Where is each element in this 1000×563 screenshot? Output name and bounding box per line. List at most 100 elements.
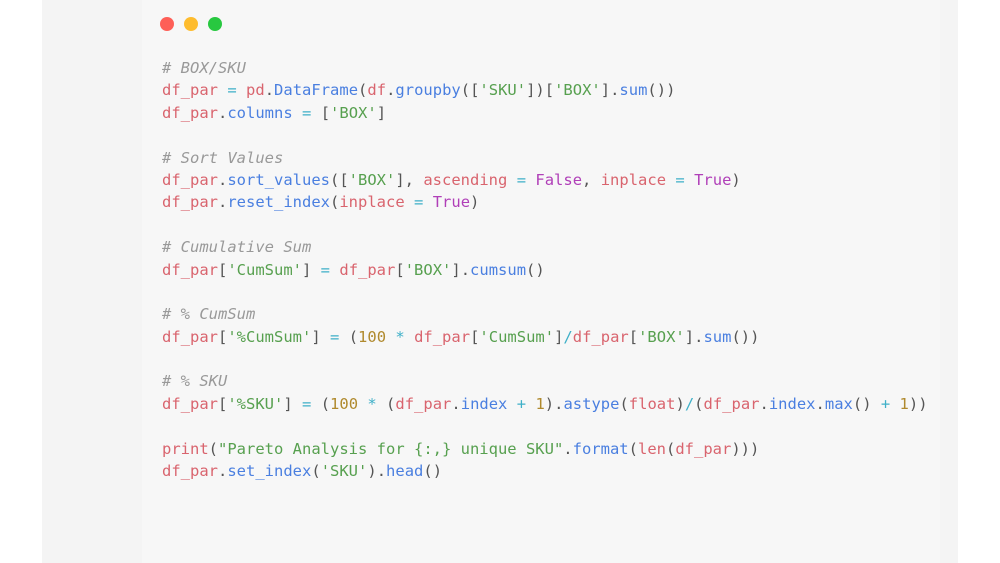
- code-line: df_par['%SKU'] = (100 * (df_par.index + …: [162, 393, 928, 415]
- code-line: df_par.sort_values(['BOX'], ascending = …: [162, 169, 928, 191]
- code-token: .: [386, 81, 396, 100]
- code-token: len: [637, 439, 666, 458]
- code-token: ([: [460, 81, 480, 100]
- code-token: [293, 104, 302, 122]
- code-token: 'BOX': [348, 170, 396, 189]
- code-token: df: [367, 81, 387, 100]
- code-token: ,: [582, 170, 601, 189]
- code-token: (): [423, 462, 443, 481]
- code-line: [162, 124, 928, 146]
- code-line: print("Pareto Analysis for {:,} unique S…: [162, 438, 928, 460]
- code-token: cumsum: [470, 260, 527, 279]
- code-token: .: [563, 439, 573, 458]
- code-token: ([: [330, 170, 349, 189]
- code-token: ).: [544, 394, 564, 413]
- code-token: 'CumSum': [227, 260, 302, 279]
- code-token: index: [460, 394, 508, 413]
- code-token: [405, 328, 414, 346]
- code-token: (: [694, 394, 704, 413]
- code-token: =: [302, 394, 312, 413]
- code-token: set_index: [227, 462, 312, 481]
- code-token: True: [432, 193, 471, 212]
- code-token: inplace: [339, 193, 405, 212]
- code-token: sort_values: [227, 170, 330, 189]
- code-token: ].: [451, 260, 471, 279]
- code-token: [666, 171, 675, 189]
- code-token: pd: [246, 81, 265, 100]
- code-line: # Sort Values: [162, 147, 928, 169]
- code-line: df_par = pd.DataFrame(df.groupby(['SKU']…: [162, 79, 928, 101]
- code-token: ])[: [526, 81, 555, 100]
- code-token: (: [358, 81, 368, 100]
- code-token: .: [218, 462, 228, 481]
- code-token: [526, 171, 535, 189]
- code-token: [: [395, 260, 405, 279]
- code-token: [386, 328, 395, 346]
- maximize-dot-icon: [208, 17, 222, 31]
- code-comment: # BOX/SKU: [162, 59, 246, 77]
- code-token: )): [908, 394, 928, 413]
- code-token: (: [665, 439, 676, 458]
- code-line: df_par.set_index('SKU').head(): [162, 460, 928, 482]
- code-comment: # Cumulative Sum: [162, 238, 312, 257]
- code-token: (: [330, 193, 340, 212]
- code-line: df_par.columns = ['BOX']: [162, 102, 928, 124]
- code-token: 'BOX': [638, 327, 685, 346]
- code-token: [: [311, 103, 331, 122]
- code-token: .: [218, 193, 228, 212]
- close-dot-icon: [160, 17, 174, 31]
- code-token: df_par: [395, 394, 452, 413]
- code-token: .: [451, 394, 461, 413]
- code-token: head: [386, 462, 424, 481]
- code-token: (: [628, 439, 638, 458]
- code-token: ): [470, 193, 480, 212]
- code-token: ],: [395, 170, 424, 189]
- code-token: [890, 395, 899, 413]
- code-line: df_par.reset_index(inplace = True): [162, 191, 928, 213]
- code-token: (: [208, 439, 219, 458]
- code-token: [237, 81, 246, 99]
- code-token: df_par: [162, 327, 218, 346]
- code-token: =: [675, 170, 685, 189]
- code-token: [: [218, 260, 228, 279]
- code-token: "Pareto Analysis for {:,} unique SKU": [218, 439, 564, 458]
- code-token: (): [852, 394, 881, 413]
- code-line: df_par['CumSum'] = df_par['BOX'].cumsum(…: [162, 259, 928, 281]
- code-token: '%CumSum': [227, 327, 312, 346]
- code-token: 100: [330, 394, 359, 413]
- code-token: ].: [684, 327, 704, 346]
- code-token: [507, 395, 516, 413]
- code-token: ).: [367, 462, 387, 481]
- code-line: [162, 214, 928, 236]
- code-token: print: [162, 439, 209, 458]
- code-token: =: [414, 193, 424, 212]
- code-line: [162, 415, 928, 437]
- code-token: sum: [619, 81, 648, 100]
- code-token: ]: [554, 327, 564, 346]
- code-token: index: [768, 394, 816, 413]
- code-token: (): [526, 260, 545, 279]
- code-token: df_par: [162, 103, 218, 122]
- code-token: [330, 261, 339, 279]
- code-token: inplace: [600, 170, 667, 189]
- code-line: [162, 348, 928, 370]
- code-token: 'BOX': [330, 103, 377, 122]
- code-token: .: [759, 394, 769, 413]
- code-token: [218, 81, 227, 99]
- code-token: ()): [647, 81, 676, 100]
- code-token: DataFrame: [274, 81, 359, 100]
- code-token: .: [815, 394, 825, 413]
- code-token: 1: [535, 394, 545, 413]
- code-token: [: [218, 394, 228, 413]
- code-token: =: [330, 327, 340, 346]
- code-token: ].: [600, 81, 620, 100]
- code-token: df_par: [162, 170, 218, 189]
- code-token: ))): [731, 439, 760, 458]
- code-line: [162, 281, 928, 303]
- code-token: /: [563, 327, 573, 346]
- code-token: '%SKU': [227, 394, 284, 413]
- code-token: columns: [227, 103, 293, 122]
- code-token: =: [302, 103, 312, 122]
- code-token: .: [218, 170, 228, 189]
